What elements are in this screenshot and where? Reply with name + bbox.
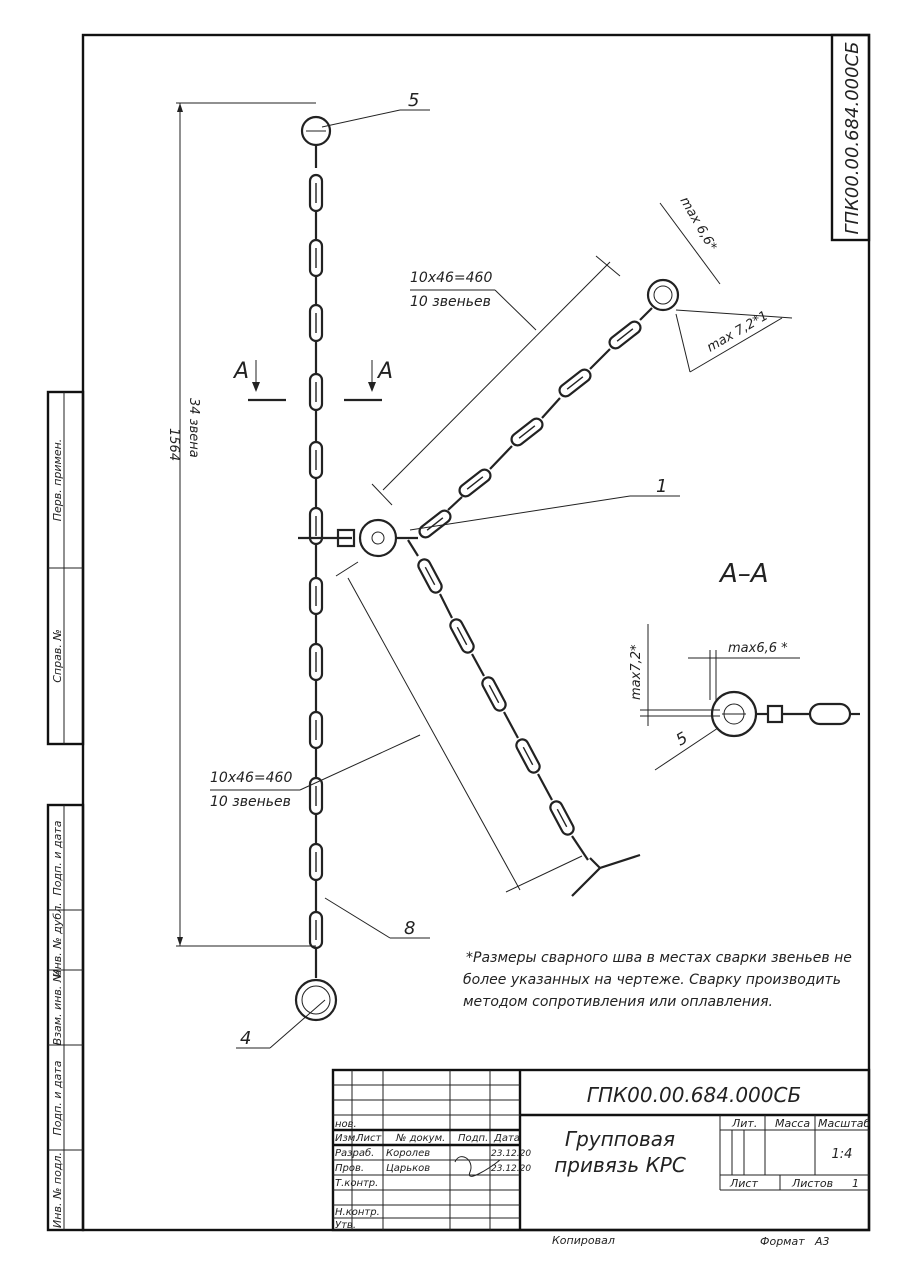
tb-izm: Изм. xyxy=(335,1133,359,1144)
tb-doc-code: ГПК00.00.684.000СБ xyxy=(587,1083,801,1107)
tb-podp: Подп. xyxy=(458,1133,488,1144)
lower-diag-dimension xyxy=(210,561,583,893)
side-column xyxy=(46,390,85,1232)
sec-max66: max6,6 * xyxy=(728,641,788,656)
side-label-inv-dubl: Инв. № дубл. xyxy=(51,902,64,977)
footer-kopiroval: Копировал xyxy=(552,1234,615,1247)
section-marks xyxy=(248,360,382,402)
callout-1: 1 xyxy=(656,476,667,497)
side-label-vzam: Взам. инв. № xyxy=(51,971,64,1046)
tb-prov-date: 23.12.20 xyxy=(491,1164,531,1174)
callout-8: 8 xyxy=(404,918,415,939)
tb-sheet: Лист xyxy=(729,1177,758,1190)
tb-massa: Масса xyxy=(775,1117,810,1130)
section-title: А–А xyxy=(718,559,769,589)
note-line-3: методом сопротивления или оплавления. xyxy=(463,994,773,1010)
code-box-text: ГПК00.00.684.000СБ xyxy=(842,42,863,235)
code-box xyxy=(830,33,871,242)
callout-leaders xyxy=(236,109,680,1049)
lower-formula: 10х46=460 xyxy=(210,770,292,786)
tb-nov: нов. xyxy=(335,1119,357,1130)
vertical-dimension xyxy=(176,102,316,947)
side-label-podp1: Подп. и дата xyxy=(51,820,64,895)
tb-n-dokum: № докум. xyxy=(395,1133,445,1144)
tb-prov-name: Царьков xyxy=(386,1163,430,1174)
tb-scale: 1:4 xyxy=(832,1147,853,1162)
lower-links: 10 звеньев xyxy=(210,794,291,810)
tb-nkontr: Н.контр. xyxy=(335,1207,380,1218)
dim-34-links: 34 звена xyxy=(186,398,201,458)
tb-razrab-date: 23.12.20 xyxy=(491,1149,531,1159)
callout-5: 5 xyxy=(408,90,419,111)
side-label-perv: Перв. примен. xyxy=(51,439,64,522)
tb-list: Лист xyxy=(355,1133,383,1144)
note-line-2: более указанных на чертеже. Сварку произ… xyxy=(463,972,841,988)
tb-sheets: Листов xyxy=(791,1177,833,1190)
footer-format: Формат xyxy=(760,1235,805,1248)
sheet-frame xyxy=(81,33,871,1232)
tb-razrab: Разраб. xyxy=(335,1147,374,1159)
ring-weld-dims xyxy=(659,202,793,373)
tb-data: Дата xyxy=(493,1133,520,1144)
tb-razrab-name: Королев xyxy=(386,1148,430,1159)
side-label-inv-podl: Инв. № подл. xyxy=(51,1152,64,1228)
title-block xyxy=(331,1068,871,1232)
side-label-podp2: Подп. и дата xyxy=(51,1060,64,1135)
footer-format-value: А3 xyxy=(814,1235,830,1248)
vertical-chain xyxy=(294,115,338,1022)
tb-title-2: привязь КРС xyxy=(554,1153,686,1177)
tb-sheets-count: 1 xyxy=(852,1177,859,1190)
upper-diag-dimension xyxy=(371,255,621,506)
tb-masshtab: Масштаб xyxy=(818,1117,870,1130)
junction xyxy=(298,518,418,558)
section-view xyxy=(640,624,860,771)
tb-title-1: Групповая xyxy=(565,1127,675,1151)
callout-4: 4 xyxy=(240,1028,251,1049)
dim-max72-1: max 7,2*1 xyxy=(705,309,771,356)
note-line-1: *Размеры сварного шва в местах сварки зв… xyxy=(466,950,852,966)
tb-prov: Пров. xyxy=(335,1163,364,1174)
dim-1564: 1564 xyxy=(166,428,181,461)
tb-utv: Утв. xyxy=(335,1220,356,1231)
tb-lit: Лит. xyxy=(731,1117,757,1130)
callout-5-section: 5 xyxy=(673,728,691,750)
upper-formula: 10х46=460 xyxy=(410,270,492,286)
upper-diagonal-chain xyxy=(416,278,680,541)
sec-max72: max7,2* xyxy=(629,644,644,700)
upper-links: 10 звеньев xyxy=(410,294,491,310)
lower-diagonal-chain xyxy=(407,539,641,897)
tb-tkontr: Т.контр. xyxy=(335,1178,378,1189)
section-mark-right: А xyxy=(376,359,393,384)
dim-max66: max 6,6* xyxy=(677,195,720,255)
section-mark-left: А xyxy=(232,359,249,384)
side-label-sprav: Справ. № xyxy=(51,629,64,683)
